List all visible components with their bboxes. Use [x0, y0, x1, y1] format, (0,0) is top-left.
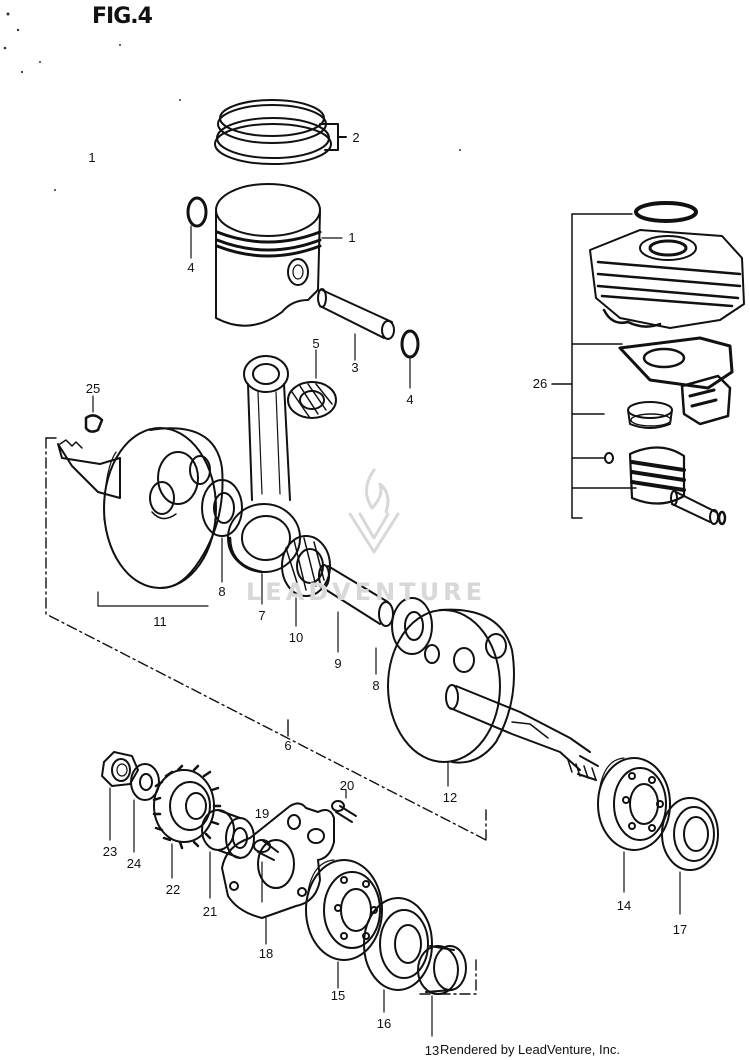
- callout-11: 11: [153, 614, 167, 629]
- piston-pin: [317, 288, 395, 361]
- render-credit: Rendered by LeadVenture, Inc.: [440, 1042, 620, 1057]
- callout-stray-1: 1: [88, 150, 96, 165]
- oil-seal-left: [363, 897, 433, 1013]
- connecting-rod: [227, 355, 301, 605]
- callout-12: 12: [442, 790, 458, 805]
- woodruff-key: [84, 395, 104, 433]
- callout-16: 16: [376, 1016, 392, 1031]
- cylinder-kit-inset: [551, 201, 745, 526]
- callout-14: 14: [616, 898, 632, 913]
- callout-26: 26: [532, 376, 548, 391]
- circlip-lower: [400, 329, 420, 389]
- callout-17: 17: [672, 922, 688, 937]
- primary-drive-gear: [152, 764, 222, 879]
- watermark-text: LEADVENTURE: [246, 578, 486, 606]
- figure-title: FIG.4: [92, 4, 153, 29]
- bearing-retainer-plate: [221, 802, 335, 945]
- callout-23: 23: [102, 844, 118, 859]
- watermark-logo: [348, 468, 400, 554]
- callout-19: 19: [254, 806, 270, 821]
- thrust-washer-right: [375, 597, 433, 675]
- callout-3: 3: [351, 360, 359, 375]
- crank-nut: [101, 751, 139, 841]
- piston-rings: [214, 99, 347, 165]
- callout-25: 25: [85, 381, 101, 396]
- oil-seal-right: [661, 797, 719, 915]
- callout-24: 24: [126, 856, 142, 871]
- callout-20: 20: [339, 778, 355, 793]
- callout-5: 5: [312, 336, 320, 351]
- callout-6: 6: [284, 738, 292, 753]
- crank-web-left: [57, 427, 224, 607]
- lower-bracket: [419, 959, 477, 995]
- callout-8-left: 8: [218, 584, 226, 599]
- retainer-bolt: [253, 839, 279, 903]
- callout-1: 1: [348, 230, 356, 245]
- crank-washer: [130, 763, 160, 853]
- bearing-right: [597, 757, 671, 893]
- callout-4-lower: 4: [406, 392, 414, 407]
- piston: [215, 183, 343, 327]
- spacer-bushing: [201, 809, 255, 899]
- thrust-washer-left: [201, 479, 243, 583]
- callout-15: 15: [330, 988, 346, 1003]
- callout-8-right: 8: [372, 678, 380, 693]
- callout-10: 10: [288, 630, 304, 645]
- callout-22: 22: [165, 882, 181, 897]
- callout-7: 7: [258, 608, 266, 623]
- callout-18: 18: [258, 946, 274, 961]
- callout-2: 2: [352, 130, 360, 145]
- callout-9: 9: [334, 656, 342, 671]
- crankshaft-assembly-bracket: [45, 437, 487, 841]
- crank-web-right: [387, 608, 599, 787]
- callout-13: 13: [424, 1043, 440, 1058]
- big-end-bearing: [281, 535, 331, 627]
- spacer-collar: [417, 945, 467, 1037]
- callout-4-upper: 4: [187, 260, 195, 275]
- print-specks: [3, 12, 461, 191]
- bearing-left: [305, 859, 383, 989]
- circlip-upper: [186, 196, 208, 259]
- callout-21: 21: [202, 904, 218, 919]
- retainer-screw: [331, 789, 357, 823]
- small-end-bearing: [287, 349, 337, 419]
